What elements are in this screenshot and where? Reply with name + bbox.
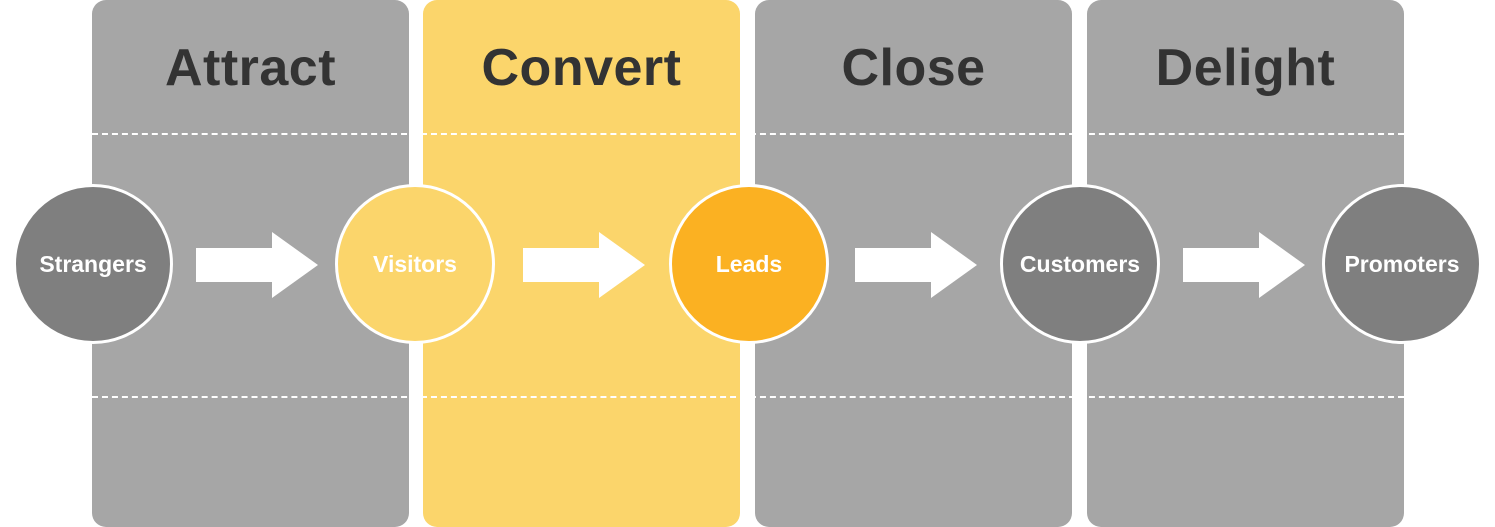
dashed-divider-top (92, 133, 1404, 135)
node-label-promoters: Promoters (1344, 250, 1460, 277)
node-customers: Customers (1000, 184, 1160, 344)
stage-title-delight: Delight (1155, 39, 1336, 97)
arrow-right-icon (1183, 232, 1305, 298)
stage-title-attract: Attract (164, 39, 337, 97)
stage-title-convert: Convert (481, 39, 682, 97)
node-strangers: Strangers (13, 184, 173, 344)
node-promoters: Promoters (1322, 184, 1482, 344)
dashed-divider-bottom (92, 396, 1404, 398)
node-label-leads: Leads (715, 250, 783, 277)
arrow-right-icon (523, 232, 645, 298)
stage-title-close: Close (841, 39, 986, 97)
node-visitors: Visitors (335, 184, 495, 344)
node-leads: Leads (669, 184, 829, 344)
node-label-customers: Customers (1019, 250, 1141, 277)
node-label-strangers: Strangers (39, 250, 147, 277)
arrow-right-icon (196, 232, 318, 298)
arrow-right-icon (855, 232, 977, 298)
node-label-visitors: Visitors (373, 250, 457, 277)
